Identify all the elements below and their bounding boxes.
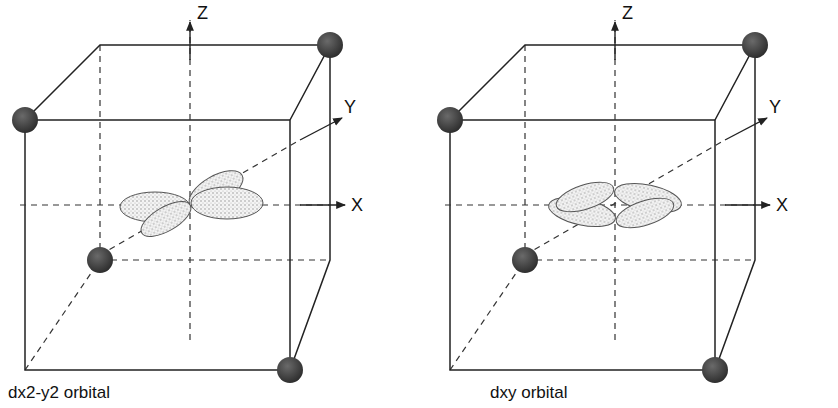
dxy-lobes <box>546 176 684 233</box>
axis-label: X <box>776 196 788 214</box>
dx2-y2-lobes <box>120 163 263 244</box>
orbital-caption: dx2-y2 orbital <box>8 384 110 401</box>
right-cube <box>437 20 770 383</box>
axis-label: Y <box>769 98 781 116</box>
axis-label: X <box>351 196 363 214</box>
orbital-caption: dxy orbital <box>490 384 567 401</box>
axis-label: Z <box>197 4 208 22</box>
left-cube <box>12 20 345 383</box>
axis-label: Z <box>622 4 633 22</box>
axis-label: Y <box>344 98 356 116</box>
